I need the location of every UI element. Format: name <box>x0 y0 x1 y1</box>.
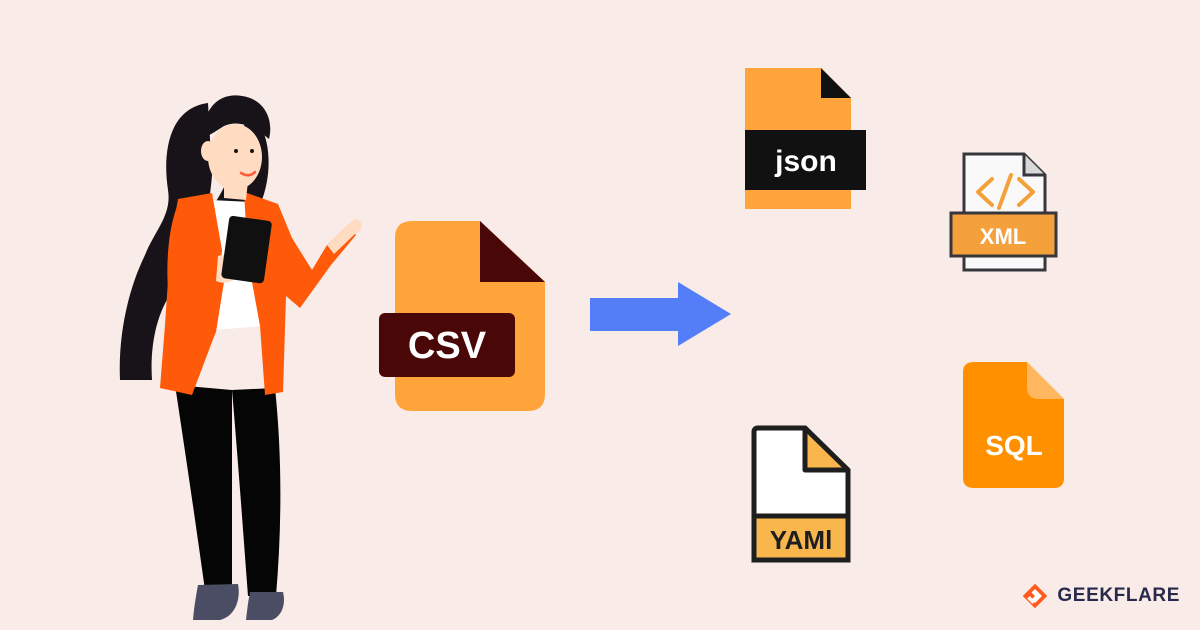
brand-name: GEEKFLARE <box>1057 585 1180 606</box>
csv-file-icon: CSV <box>379 221 545 411</box>
sql-file-icon: SQL <box>963 362 1064 488</box>
conversion-arrow-icon <box>590 282 731 346</box>
woman-illustration <box>119 95 362 620</box>
json-file-icon: json <box>745 68 866 209</box>
geekflare-logo-icon <box>1023 583 1048 609</box>
csv-file-label: CSV <box>408 325 487 367</box>
xml-file-icon: XML <box>949 152 1058 272</box>
brand-logo: GEEKFLARE <box>1021 582 1180 610</box>
sql-file-label: SQL <box>985 430 1043 461</box>
xml-file-label: XML <box>980 224 1026 249</box>
yaml-file-label: YAMl <box>770 525 833 555</box>
yaml-file-icon: YAMl <box>751 425 851 563</box>
json-file-label: json <box>774 145 837 178</box>
